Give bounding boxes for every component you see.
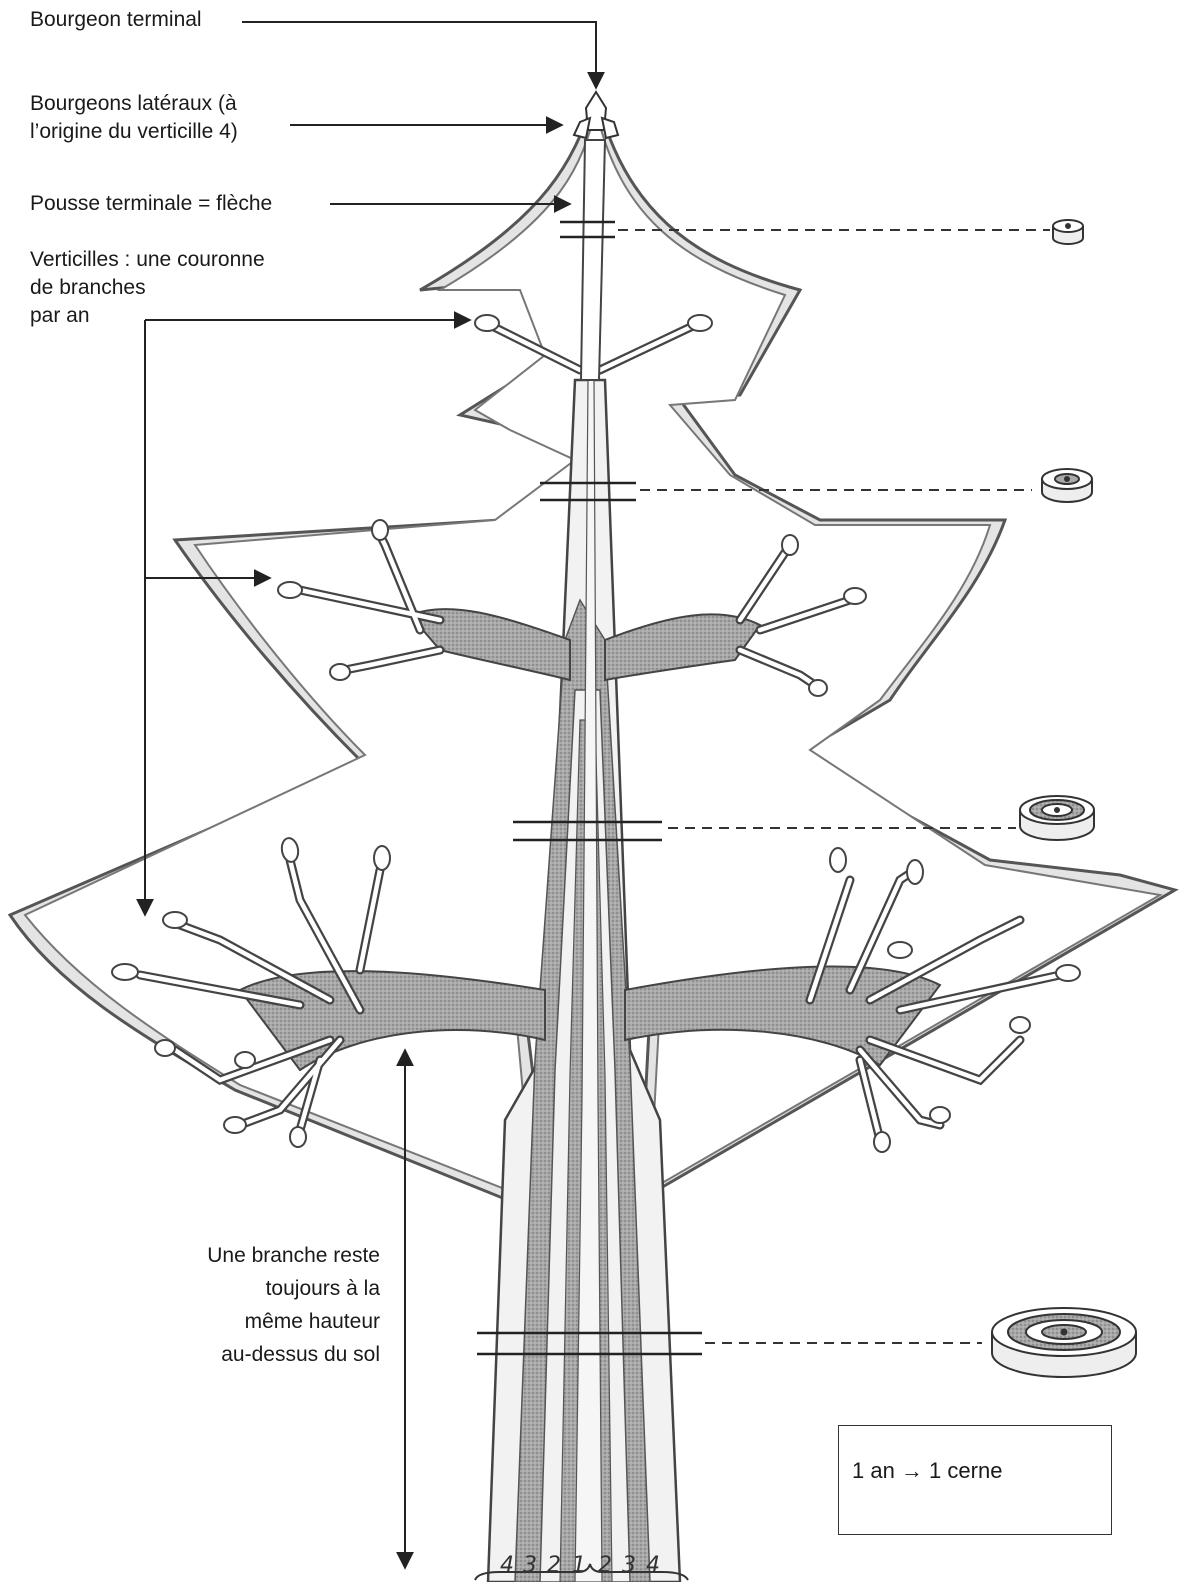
label-lateral-buds-line2: l’origine du verticille 4)	[30, 118, 238, 146]
ring-number: 3	[622, 1553, 636, 1578]
ring-number: 1	[572, 1553, 586, 1578]
ring-number: 4	[646, 1553, 660, 1578]
label-lateral-buds-line1: Bourgeons latéraux (à	[30, 90, 237, 118]
label-terminal-bud: Bourgeon terminal	[30, 6, 202, 34]
ring-number: 4	[500, 1553, 514, 1578]
ring-number: 3	[523, 1553, 537, 1578]
ring-number: 2	[547, 1553, 561, 1578]
ring-number: 2	[598, 1553, 612, 1578]
cross-section-4	[992, 1308, 1136, 1377]
label-whorls-line3: par an	[30, 302, 90, 330]
label-whorls-line1: Verticilles : une couronne	[30, 246, 265, 274]
cross-section-1	[1053, 220, 1083, 244]
legend-text: 1 an → 1 cerne	[852, 1458, 1002, 1484]
cross-section-3	[1020, 796, 1094, 840]
label-branch-line3: même hauteur	[130, 1308, 380, 1336]
label-whorls-line2: de branches	[30, 274, 146, 302]
label-branch-line4: au-dessus du sol	[130, 1341, 380, 1369]
label-branch-line1: Une branche reste	[130, 1242, 380, 1270]
label-terminal-shoot: Pousse terminale = flèche	[30, 190, 272, 218]
cross-section-2	[1042, 469, 1092, 502]
label-branch-line2: toujours à la	[130, 1275, 380, 1303]
